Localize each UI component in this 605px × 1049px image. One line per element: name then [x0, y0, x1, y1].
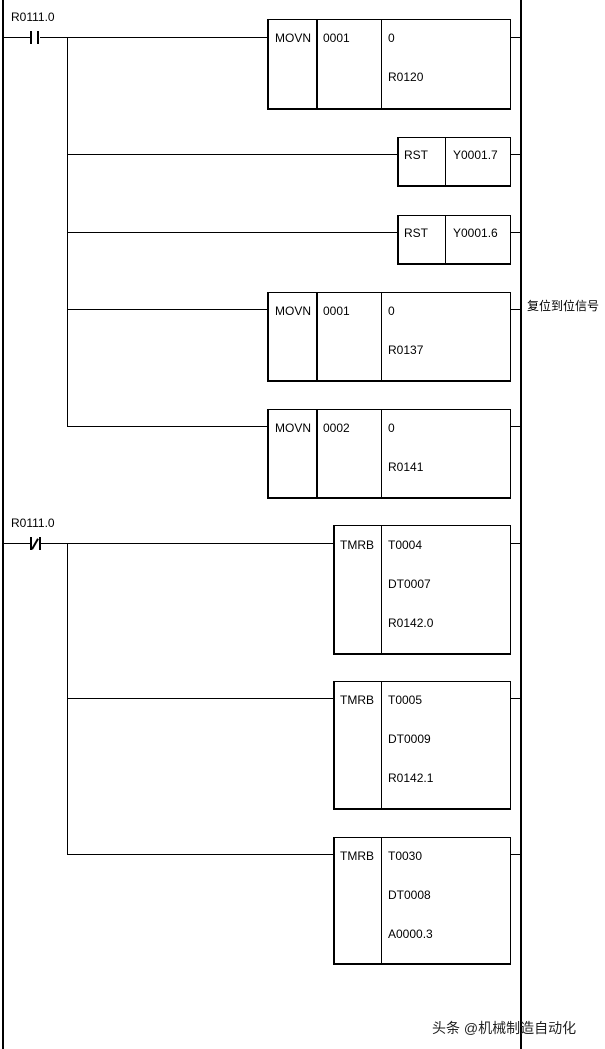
instruction-op: RST [404, 148, 428, 162]
instruction-arg: T0005 [388, 693, 423, 707]
instruction-op: MOVN [275, 304, 311, 318]
rung-comment: 复位到位信号 [527, 299, 600, 313]
wire [67, 309, 267, 310]
wire [67, 232, 397, 233]
movn-block[interactable]: MOVN 0001 0 R0137 [267, 292, 511, 382]
wire [511, 154, 520, 155]
instruction-op: TMRB [340, 538, 374, 552]
instruction-arg: 0001 [323, 304, 350, 318]
branch-wire [67, 37, 68, 426]
instruction-arg: DT0008 [388, 888, 431, 902]
wire [67, 698, 333, 699]
instruction-arg: Y0001.7 [453, 148, 498, 162]
instruction-arg: T0004 [388, 538, 423, 552]
instruction-arg: DT0009 [388, 732, 431, 746]
tmrb-block[interactable]: TMRB T0005 DT0009 R0142.1 [333, 681, 511, 810]
contact-label: R0111.0 [11, 516, 55, 530]
wire [4, 37, 30, 38]
wire [511, 543, 520, 544]
movn-block[interactable]: MOVN 0001 0 R0120 [267, 19, 511, 110]
instruction-arg: R0120 [388, 70, 424, 84]
instruction-arg: 0 [388, 31, 395, 45]
right-power-rail [520, 0, 522, 1049]
tmrb-block[interactable]: TMRB T0030 DT0008 A0000.3 [333, 837, 511, 965]
contact-label: R0111.0 [11, 10, 55, 24]
movn-block[interactable]: MOVN 0002 0 R0141 [267, 409, 511, 499]
instruction-op: TMRB [340, 693, 374, 707]
instruction-arg: 0 [388, 421, 395, 435]
wire [511, 854, 520, 855]
instruction-arg: DT0007 [388, 577, 431, 591]
instruction-op: TMRB [340, 849, 374, 863]
no-contact[interactable] [30, 31, 40, 44]
wire [511, 37, 520, 38]
instruction-arg: R0142.1 [388, 771, 434, 785]
wire [67, 426, 267, 427]
instruction-arg: Y0001.6 [453, 226, 498, 240]
left-power-rail [2, 0, 4, 1049]
instruction-arg: 0002 [323, 421, 350, 435]
wire [511, 309, 520, 310]
wire [40, 37, 267, 38]
wire [511, 426, 520, 427]
instruction-arg: A0000.3 [388, 927, 433, 941]
instruction-arg: T0030 [388, 849, 423, 863]
nc-contact[interactable] [30, 537, 41, 550]
rst-block[interactable]: RST Y0001.7 [397, 137, 511, 187]
wire [40, 543, 333, 544]
rst-block[interactable]: RST Y0001.6 [397, 215, 511, 265]
instruction-op: MOVN [275, 421, 311, 435]
watermark: 头条 @机械制造自动化 [432, 1020, 577, 1036]
wire [67, 854, 333, 855]
wire [511, 232, 520, 233]
instruction-arg: 0001 [323, 31, 350, 45]
wire [511, 698, 520, 699]
instruction-op: RST [404, 226, 428, 240]
instruction-arg: R0137 [388, 343, 424, 357]
wire [67, 154, 397, 155]
instruction-arg: R0141 [388, 460, 424, 474]
instruction-arg: 0 [388, 304, 395, 318]
instruction-arg: R0142.0 [388, 616, 434, 630]
tmrb-block[interactable]: TMRB T0004 DT0007 R0142.0 [333, 525, 511, 655]
wire [4, 543, 30, 544]
instruction-op: MOVN [275, 31, 311, 45]
